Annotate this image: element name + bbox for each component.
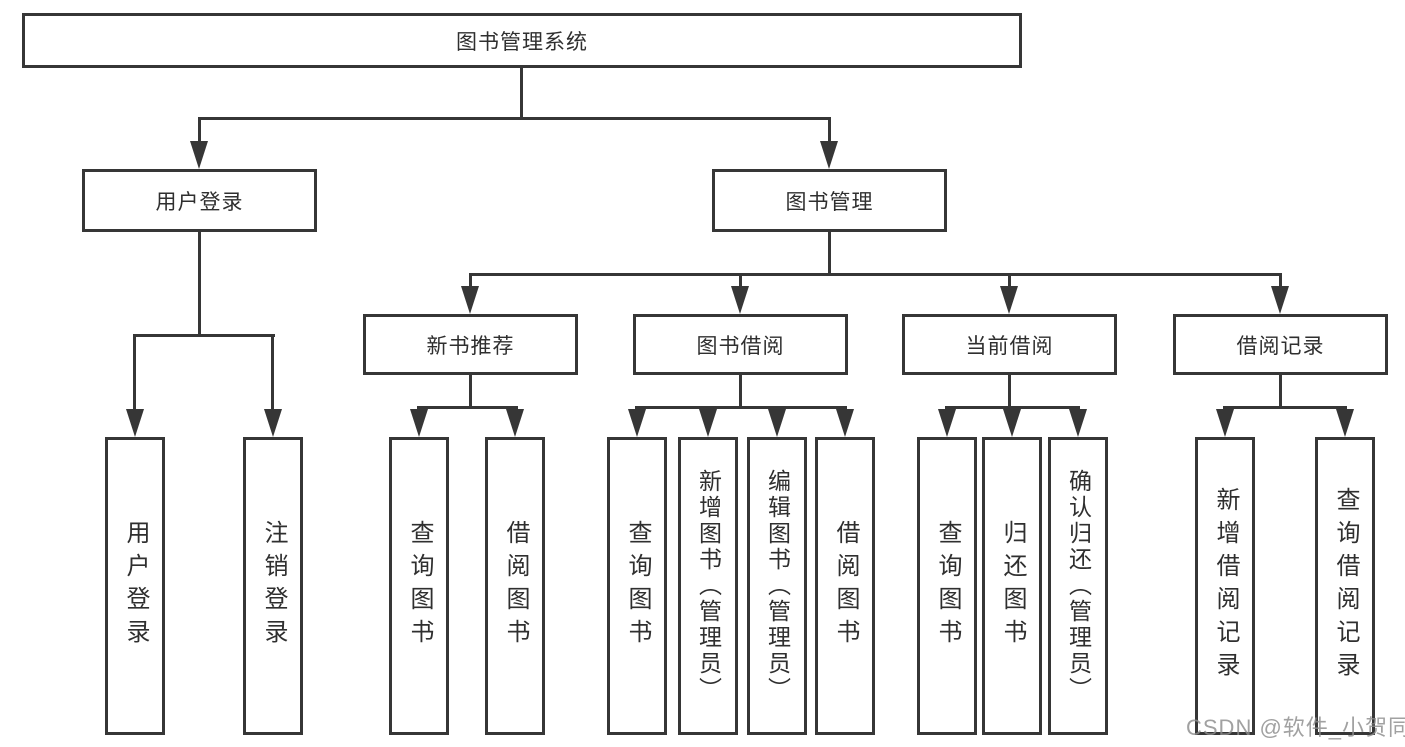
arrowhead-icon (461, 286, 479, 314)
connector-drop-leaf-user-login (133, 334, 136, 412)
leaf-return-books: 归还图书 (982, 437, 1042, 735)
node-label: 新书推荐 (426, 334, 515, 358)
leaf-label: 借阅图书 (832, 520, 859, 652)
arrowhead-icon (1003, 409, 1021, 437)
arrowhead-icon (506, 409, 524, 437)
leaf-query-borrow-record: 查询借阅记录 (1315, 437, 1375, 735)
connector-root-crossbar (198, 117, 831, 120)
leaf-edit-book-admin: 编辑图书（管理员） (747, 437, 807, 735)
node-label: 图书借阅 (696, 334, 785, 358)
connector-book-management-stem (828, 232, 831, 276)
leaf-label: 确认归还（管理员） (1065, 469, 1092, 703)
arrowhead-icon (1216, 409, 1234, 437)
leaf-label: 归还图书 (999, 520, 1026, 652)
connector-book-borrowing-crossbar (635, 406, 847, 409)
node-label: 用户登录 (155, 190, 244, 214)
node-new-book-recommendation: 新书推荐 (363, 314, 578, 375)
connector-drop-current-borrowing (1008, 273, 1011, 292)
arrowhead-icon (938, 409, 956, 437)
leaf-label: 新增借阅记录 (1212, 487, 1239, 685)
connector-drop-book-borrowing (739, 273, 742, 292)
arrowhead-icon (1000, 286, 1018, 314)
connector-drop-book-management (828, 117, 831, 147)
connector-drop-user-login (198, 117, 201, 147)
leaf-borrow-books-borrowing: 借阅图书 (815, 437, 875, 735)
node-book-management: 图书管理 (712, 169, 947, 232)
node-label: 图书管理 (785, 190, 874, 214)
leaf-label: 注销登录 (260, 520, 287, 652)
connector-drop-new-book (469, 273, 472, 292)
node-book-borrowing: 图书借阅 (633, 314, 848, 375)
node-label: 当前借阅 (965, 334, 1054, 358)
arrowhead-icon (410, 409, 428, 437)
leaf-label: 查询图书 (934, 520, 961, 652)
leaf-add-borrow-record: 新增借阅记录 (1195, 437, 1255, 735)
connector-root-stem (520, 68, 523, 120)
leaf-query-books-borrowing: 查询图书 (607, 437, 667, 735)
arrowhead-icon (1069, 409, 1087, 437)
connector-book-management-crossbar (469, 273, 1282, 276)
arrowhead-icon (190, 141, 208, 169)
node-user-login: 用户登录 (82, 169, 317, 232)
connector-user-login-crossbar (133, 334, 275, 337)
leaf-label: 新增图书（管理员） (695, 469, 722, 703)
leaf-add-book-admin: 新增图书（管理员） (678, 437, 738, 735)
leaf-user-login: 用户登录 (105, 437, 165, 735)
node-label: 图书管理系统 (456, 30, 588, 54)
leaf-query-books-current: 查询图书 (917, 437, 977, 735)
arrowhead-icon (628, 409, 646, 437)
arrowhead-icon (836, 409, 854, 437)
arrowhead-icon (1336, 409, 1354, 437)
arrowhead-icon (264, 409, 282, 437)
leaf-label: 编辑图书（管理员） (764, 469, 791, 703)
leaf-logout: 注销登录 (243, 437, 303, 735)
connector-book-borrowing-stem (739, 375, 742, 409)
connector-borrowing-records-stem (1279, 375, 1282, 409)
node-library-management-system: 图书管理系统 (22, 13, 1022, 68)
leaf-label: 查询图书 (406, 520, 433, 652)
connector-drop-borrowing-records (1279, 273, 1282, 292)
leaf-label: 借阅图书 (502, 520, 529, 652)
arrowhead-icon (731, 286, 749, 314)
arrowhead-icon (768, 409, 786, 437)
node-label: 借阅记录 (1236, 334, 1325, 358)
connector-new-book-crossbar (417, 406, 518, 409)
connector-user-login-stem (198, 232, 201, 336)
node-current-borrowing: 当前借阅 (902, 314, 1117, 375)
arrowhead-icon (699, 409, 717, 437)
connector-current-borrowing-crossbar (945, 406, 1080, 409)
arrowhead-icon (1271, 286, 1289, 314)
leaf-label: 用户登录 (122, 520, 149, 652)
arrowhead-icon (820, 141, 838, 169)
connector-current-borrowing-stem (1008, 375, 1011, 409)
leaf-borrow-books-recommend: 借阅图书 (485, 437, 545, 735)
csdn-watermark: CSDN @软件_小贺同学 (1186, 715, 1405, 740)
arrowhead-icon (126, 409, 144, 437)
leaf-label: 查询借阅记录 (1332, 487, 1359, 685)
leaf-label: 查询图书 (624, 520, 651, 652)
leaf-confirm-return-admin: 确认归还（管理员） (1048, 437, 1108, 735)
connector-drop-leaf-logout (271, 334, 274, 412)
connector-new-book-stem (469, 375, 472, 409)
node-borrowing-records: 借阅记录 (1173, 314, 1388, 375)
leaf-query-books-recommend: 查询图书 (389, 437, 449, 735)
connector-borrowing-records-crossbar (1223, 406, 1347, 409)
